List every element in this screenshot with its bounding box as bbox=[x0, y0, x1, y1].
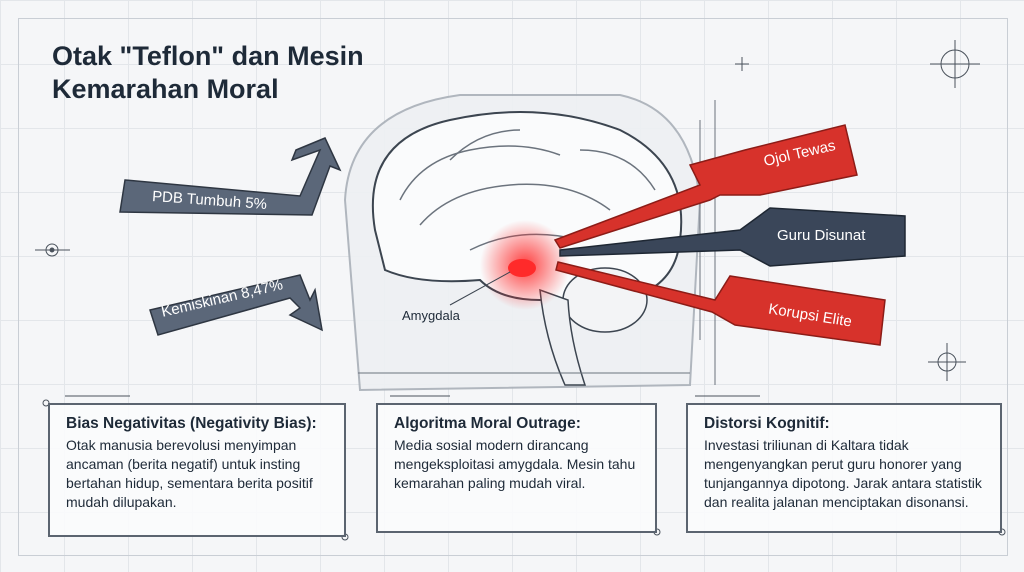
right-arrow-ojol bbox=[553, 124, 858, 249]
card-heading: Bias Negativitas (Negativity Bias): bbox=[66, 415, 317, 432]
label-guru: Guru Disunat bbox=[777, 227, 866, 244]
card-cognitive-distortion: Distorsi Kognitif: Investasi triliunan d… bbox=[686, 403, 1002, 533]
amygdala-label: Amygdala bbox=[402, 308, 460, 323]
amygdala-pointer bbox=[449, 271, 511, 306]
left-arrow-kemiskinan bbox=[149, 274, 323, 336]
card-body: Otak manusia berevolusi menyimpan ancama… bbox=[66, 437, 313, 510]
right-arrow-guru bbox=[559, 207, 906, 267]
left-arrow-pdb bbox=[119, 137, 342, 216]
right-arrow-korupsi bbox=[555, 261, 886, 346]
card-body: Media sosial modern dirancang mengeksplo… bbox=[394, 437, 636, 491]
crosshair-icon bbox=[35, 40, 980, 381]
brain-folds bbox=[399, 129, 656, 251]
card-heading: Distorsi Kognitif: bbox=[704, 415, 830, 432]
card-negativity-bias: Bias Negativitas (Negativity Bias): Otak… bbox=[48, 403, 346, 537]
amygdala bbox=[508, 259, 536, 277]
brain-stem bbox=[539, 288, 587, 386]
frame-border bbox=[18, 18, 1008, 556]
card-moral-outrage: Algoritma Moral Outrage: Media sosial mo… bbox=[376, 403, 657, 533]
card-body: Investasi triliunan di Kaltara tidak men… bbox=[704, 437, 982, 510]
card-heading: Algoritma Moral Outrage: bbox=[394, 415, 581, 432]
page-title: Otak "Teflon" dan Mesin Kemarahan Moral bbox=[52, 41, 364, 104]
